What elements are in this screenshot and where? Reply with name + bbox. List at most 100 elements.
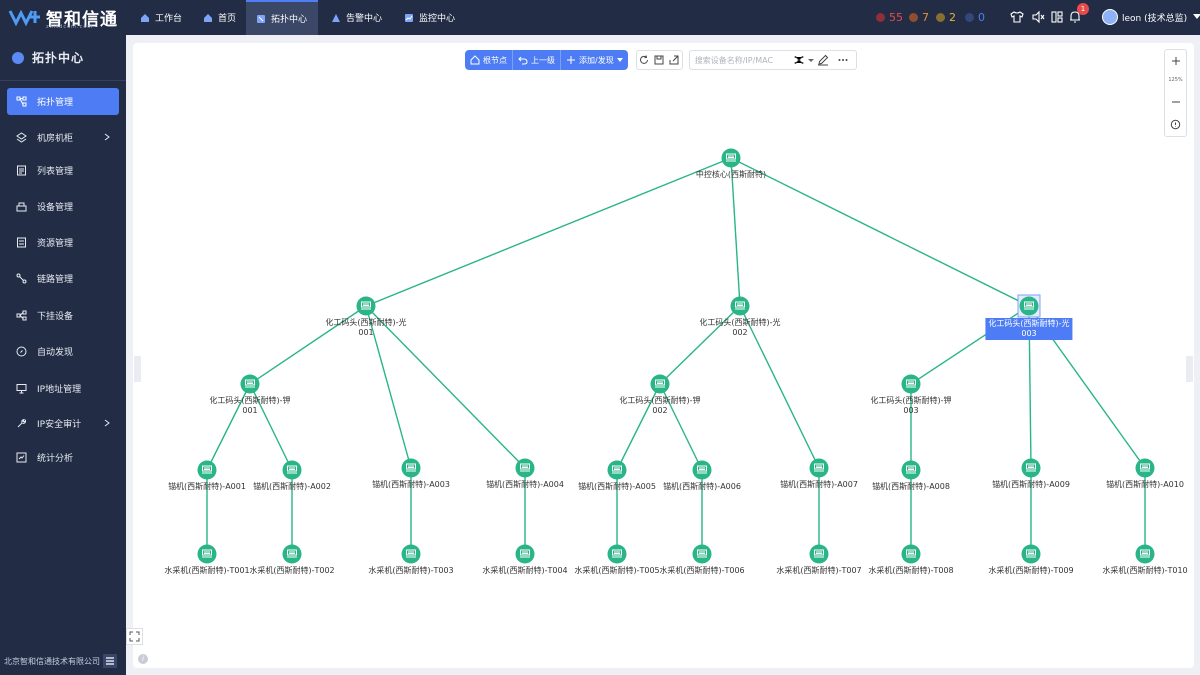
topology-link[interactable]	[659, 305, 741, 385]
shirt-icon[interactable]	[1010, 10, 1024, 24]
device-node-g3[interactable]	[1017, 294, 1041, 318]
alarm-count: 7	[922, 10, 929, 24]
device-node-t8[interactable]	[901, 544, 921, 564]
device-node-g1[interactable]	[356, 296, 376, 316]
sidebar-item-device[interactable]: 设备管理	[7, 193, 119, 220]
nav-tab-label: 首页	[218, 14, 237, 24]
right-collapse-handle[interactable]	[1186, 356, 1193, 382]
topology-link[interactable]	[730, 157, 741, 307]
device-node-t1[interactable]	[197, 544, 217, 564]
user-menu[interactable]: leon (技术总监)	[1102, 9, 1200, 25]
more-icon[interactable]	[837, 54, 849, 66]
edit-icon[interactable]	[817, 54, 829, 66]
alarm-major-count[interactable]: 7	[909, 10, 929, 24]
app-logo[interactable]: 智和信通 zhitdcom.com	[8, 5, 120, 31]
nav-tab-monitor[interactable]: 监控中心	[394, 0, 465, 35]
node-label-a10: 锚机(西斯耐特)-A010	[1106, 480, 1184, 490]
nav-tab-alerts[interactable]: 告警中心	[321, 0, 392, 35]
sidebar-item-statistics[interactable]: 统计分析	[7, 444, 119, 471]
device-node-a6[interactable]	[692, 460, 712, 480]
reset-view-button[interactable]	[1165, 116, 1186, 132]
node-label-t8: 水采机(西斯耐特)-T008	[868, 566, 953, 576]
device-node-a7[interactable]	[809, 458, 829, 478]
dropdown-icon[interactable]	[807, 54, 815, 66]
device-node-a2[interactable]	[282, 460, 302, 480]
zoom-in-button[interactable]	[1165, 53, 1186, 69]
topology-link[interactable]	[365, 305, 412, 469]
device-node-a3[interactable]	[401, 458, 421, 478]
topology-link[interactable]	[659, 383, 703, 471]
topology-link[interactable]	[730, 157, 1030, 307]
device-node-a1[interactable]	[197, 460, 217, 480]
alarm-minor-count[interactable]: 2	[936, 10, 956, 24]
sidebar-item-list[interactable]: 列表管理	[7, 157, 119, 184]
info-icon[interactable]: i	[138, 654, 148, 664]
root-node-button[interactable]: 根节点	[465, 50, 513, 70]
sidebar-item-ip-management[interactable]: IP地址管理	[7, 375, 119, 402]
device-node-t7[interactable]	[809, 544, 829, 564]
device-node-t3[interactable]	[401, 544, 421, 564]
topology-link[interactable]	[249, 383, 293, 471]
device-node-h1[interactable]	[240, 374, 260, 394]
sidebar-item-label: IP安全审计	[37, 420, 82, 430]
device-node-a5[interactable]	[607, 460, 627, 480]
device-node-a10[interactable]	[1135, 458, 1155, 478]
topology-link[interactable]	[365, 305, 526, 469]
server-icon	[520, 549, 530, 558]
device-node-a9[interactable]	[1021, 458, 1041, 478]
device-node-h3[interactable]	[901, 374, 921, 394]
fullscreen-button[interactable]	[126, 628, 143, 645]
parent-level-label: 上一级	[531, 55, 555, 65]
topology-link[interactable]	[616, 383, 661, 471]
sidebar-item-auto-discovery[interactable]: 自动发现	[7, 338, 119, 365]
menu-toggle-icon[interactable]	[103, 654, 117, 668]
topology-toolbar: 根节点 上一级 添加/发现	[465, 49, 857, 71]
zoom-out-button[interactable]	[1165, 94, 1186, 110]
nav-tab-topology[interactable]: 拓扑中心	[246, 0, 318, 35]
topology-link[interactable]	[365, 157, 732, 307]
node-name: 锚机(西斯耐特)-A006	[663, 482, 741, 491]
sidebar-item-sub-device[interactable]: 下挂设备	[7, 302, 119, 329]
topology-link[interactable]	[206, 383, 251, 471]
server-icon	[906, 465, 916, 474]
device-node-t10[interactable]	[1135, 544, 1155, 564]
chevron-right-icon	[104, 133, 110, 141]
topology-link[interactable]	[739, 305, 820, 469]
device-node-t2[interactable]	[282, 544, 302, 564]
search-input[interactable]	[694, 52, 791, 68]
parent-level-button[interactable]: 上一级	[513, 50, 561, 70]
device-node-t4[interactable]	[515, 544, 535, 564]
topology-link[interactable]	[249, 305, 367, 385]
node-name-suffix: 003	[1021, 329, 1037, 338]
topology-icon	[16, 96, 27, 107]
save-button[interactable]	[652, 51, 667, 69]
layout-icon[interactable]	[1050, 10, 1064, 24]
export-button[interactable]	[667, 51, 682, 69]
sidebar-item-ip-security-audit[interactable]: IP安全审计	[7, 410, 119, 437]
device-node-t9[interactable]	[1021, 544, 1041, 564]
node-name-suffix: 003	[903, 406, 919, 415]
layout-icon[interactable]	[793, 54, 805, 66]
sidebar-item-topology-management[interactable]: 拓扑管理	[7, 88, 119, 115]
device-node-root[interactable]	[721, 148, 741, 168]
nav-tab-home[interactable]: 首页	[193, 0, 246, 35]
device-node-t5[interactable]	[607, 544, 627, 564]
alarm-info-count[interactable]: 0	[965, 10, 985, 24]
left-collapse-handle[interactable]	[134, 356, 141, 382]
bell-icon[interactable]	[1068, 10, 1082, 24]
device-node-g2[interactable]	[730, 296, 750, 316]
sidebar-item-link[interactable]: 链路管理	[7, 265, 119, 292]
node-label-a8: 锚机(西斯耐特)-A008	[872, 482, 950, 492]
device-node-h2[interactable]	[650, 374, 670, 394]
mute-icon[interactable]	[1031, 10, 1045, 24]
alarm-critical-count[interactable]: 55	[876, 10, 903, 24]
sidebar-item-cabinet[interactable]: 机房机柜	[7, 124, 119, 151]
sidebar-item-resource[interactable]: 资源管理	[7, 229, 119, 256]
add-discover-button[interactable]: 添加/发现	[561, 50, 628, 70]
device-node-a4[interactable]	[515, 458, 535, 478]
nav-tab-workbench[interactable]: 工作台	[130, 0, 192, 35]
device-node-a8[interactable]	[901, 460, 921, 480]
device-node-t6[interactable]	[692, 544, 712, 564]
refresh-button[interactable]	[637, 51, 652, 69]
